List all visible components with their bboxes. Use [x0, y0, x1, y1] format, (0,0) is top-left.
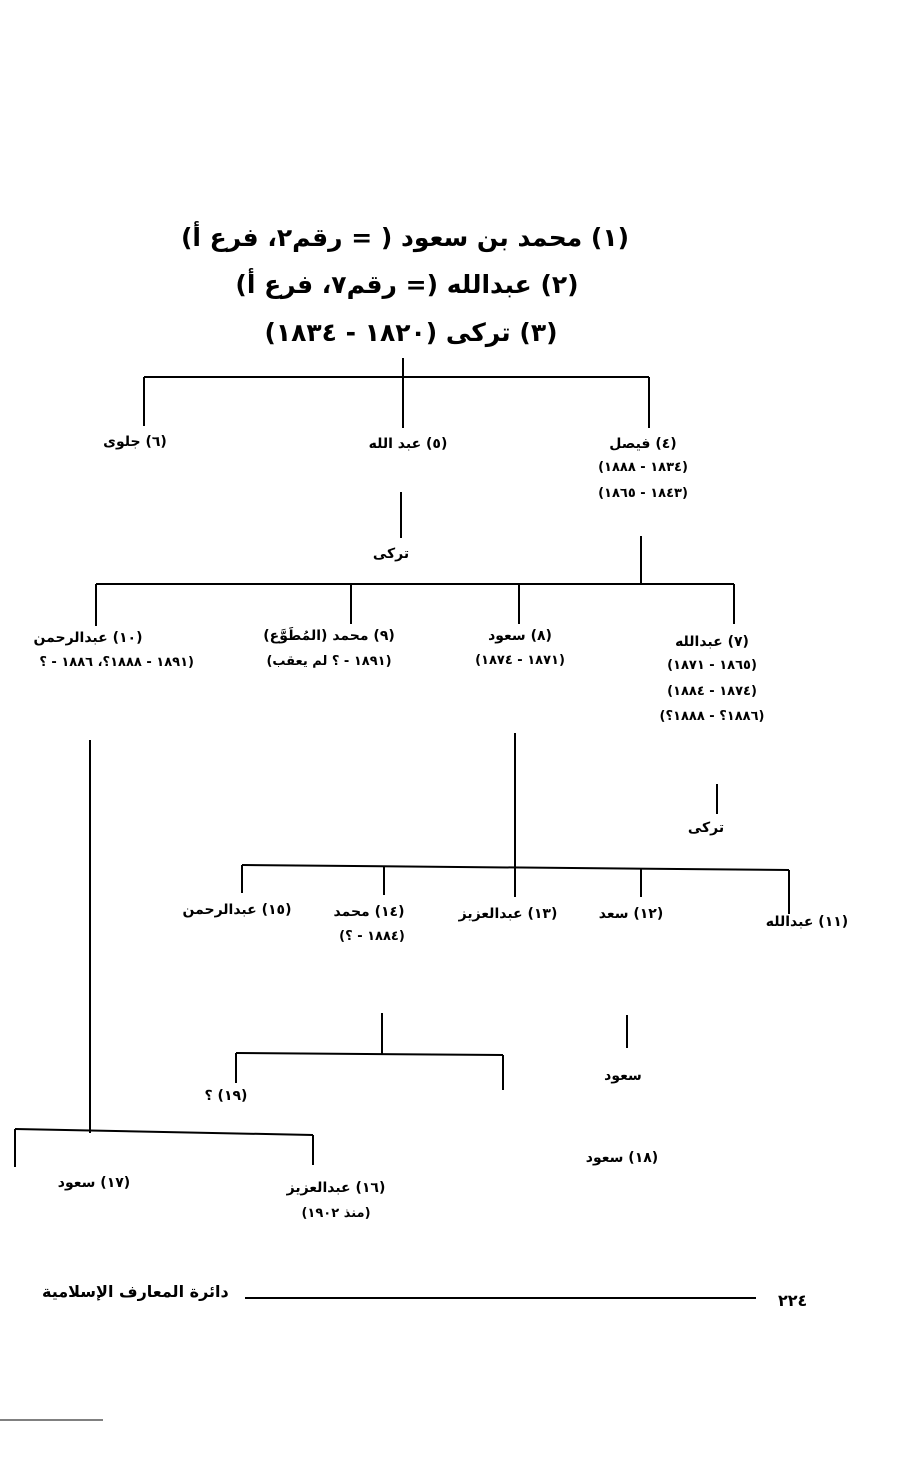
node-5-name: (٥) عبد الله: [368, 436, 448, 452]
node-9-dates: (١٨٩١ - ؟ لم يعقب): [266, 654, 392, 669]
node-7-dates-2: (١٨٧٤ - ١٨٨٤): [667, 684, 757, 699]
node-10-dates: (١٨٩١ - ١٨٨٨؟، ١٨٨٦ - ؟: [39, 655, 194, 670]
page-number: ٢٢٤: [778, 1291, 808, 1310]
node-9-name: (٩) محمد (المُطَوَّع): [263, 628, 395, 644]
saud-label: سعود: [604, 1068, 642, 1084]
node-18-name: (١٨) سعود: [585, 1150, 659, 1166]
node-17-name: (١٧) سعود: [57, 1175, 131, 1191]
node-10-name: (١٠) عبدالرحمن: [33, 630, 143, 646]
root-line-2: (٢) عبدالله (= رقم٧، فرع أ): [235, 270, 579, 299]
node-4-dates-2: (١٨٤٣ - ١٨٦٥): [598, 486, 688, 501]
node-14-dates: (١٨٨٤ - ؟): [339, 929, 405, 944]
node-16-dates: (منذ ١٩٠٢): [301, 1206, 371, 1221]
book-title: دائرة المعارف الإسلامية: [42, 1282, 229, 1301]
node-15-name: (١٥) عبدالرحمن: [182, 902, 292, 918]
node-11-name: (١١) عبدالله: [765, 914, 849, 930]
root-line-3: (٣) تركى (١٨٢٠ - ١٨٣٤): [264, 318, 558, 347]
node-4-name: (٤) فيصل: [609, 436, 677, 452]
root-line-1: (١) محمد بن سعود ( = رقم٢، فرع أ): [180, 223, 630, 252]
node-12-name: (١٢) سعد: [598, 906, 664, 922]
node-6-name: (٦) جلوى: [103, 434, 167, 450]
node-14-name: (١٤) محمد: [333, 904, 405, 920]
turki-label-1: تركى: [372, 546, 410, 562]
node-8-dates: (١٨٧١ - ١٨٧٤): [475, 653, 565, 668]
node-7-dates-3: (١٨٨٦؟ - ١٨٨٨؟): [659, 709, 765, 724]
node-13-name: (١٣) عبدالعزيز: [458, 906, 558, 922]
turki-label-2: تركى: [687, 820, 725, 836]
node-4-dates-1: (١٨٣٤ - ١٨٨٨): [598, 460, 688, 475]
node-7-dates-1: (١٨٦٥ - ١٨٧١): [667, 658, 757, 673]
node-16-name: (١٦) عبدالعزيز: [286, 1180, 386, 1196]
node-7-name: (٧) عبدالله: [675, 634, 749, 650]
node-8-name: (٨) سعود: [488, 628, 552, 644]
node-19-name: (١٩) ؟: [204, 1088, 248, 1104]
